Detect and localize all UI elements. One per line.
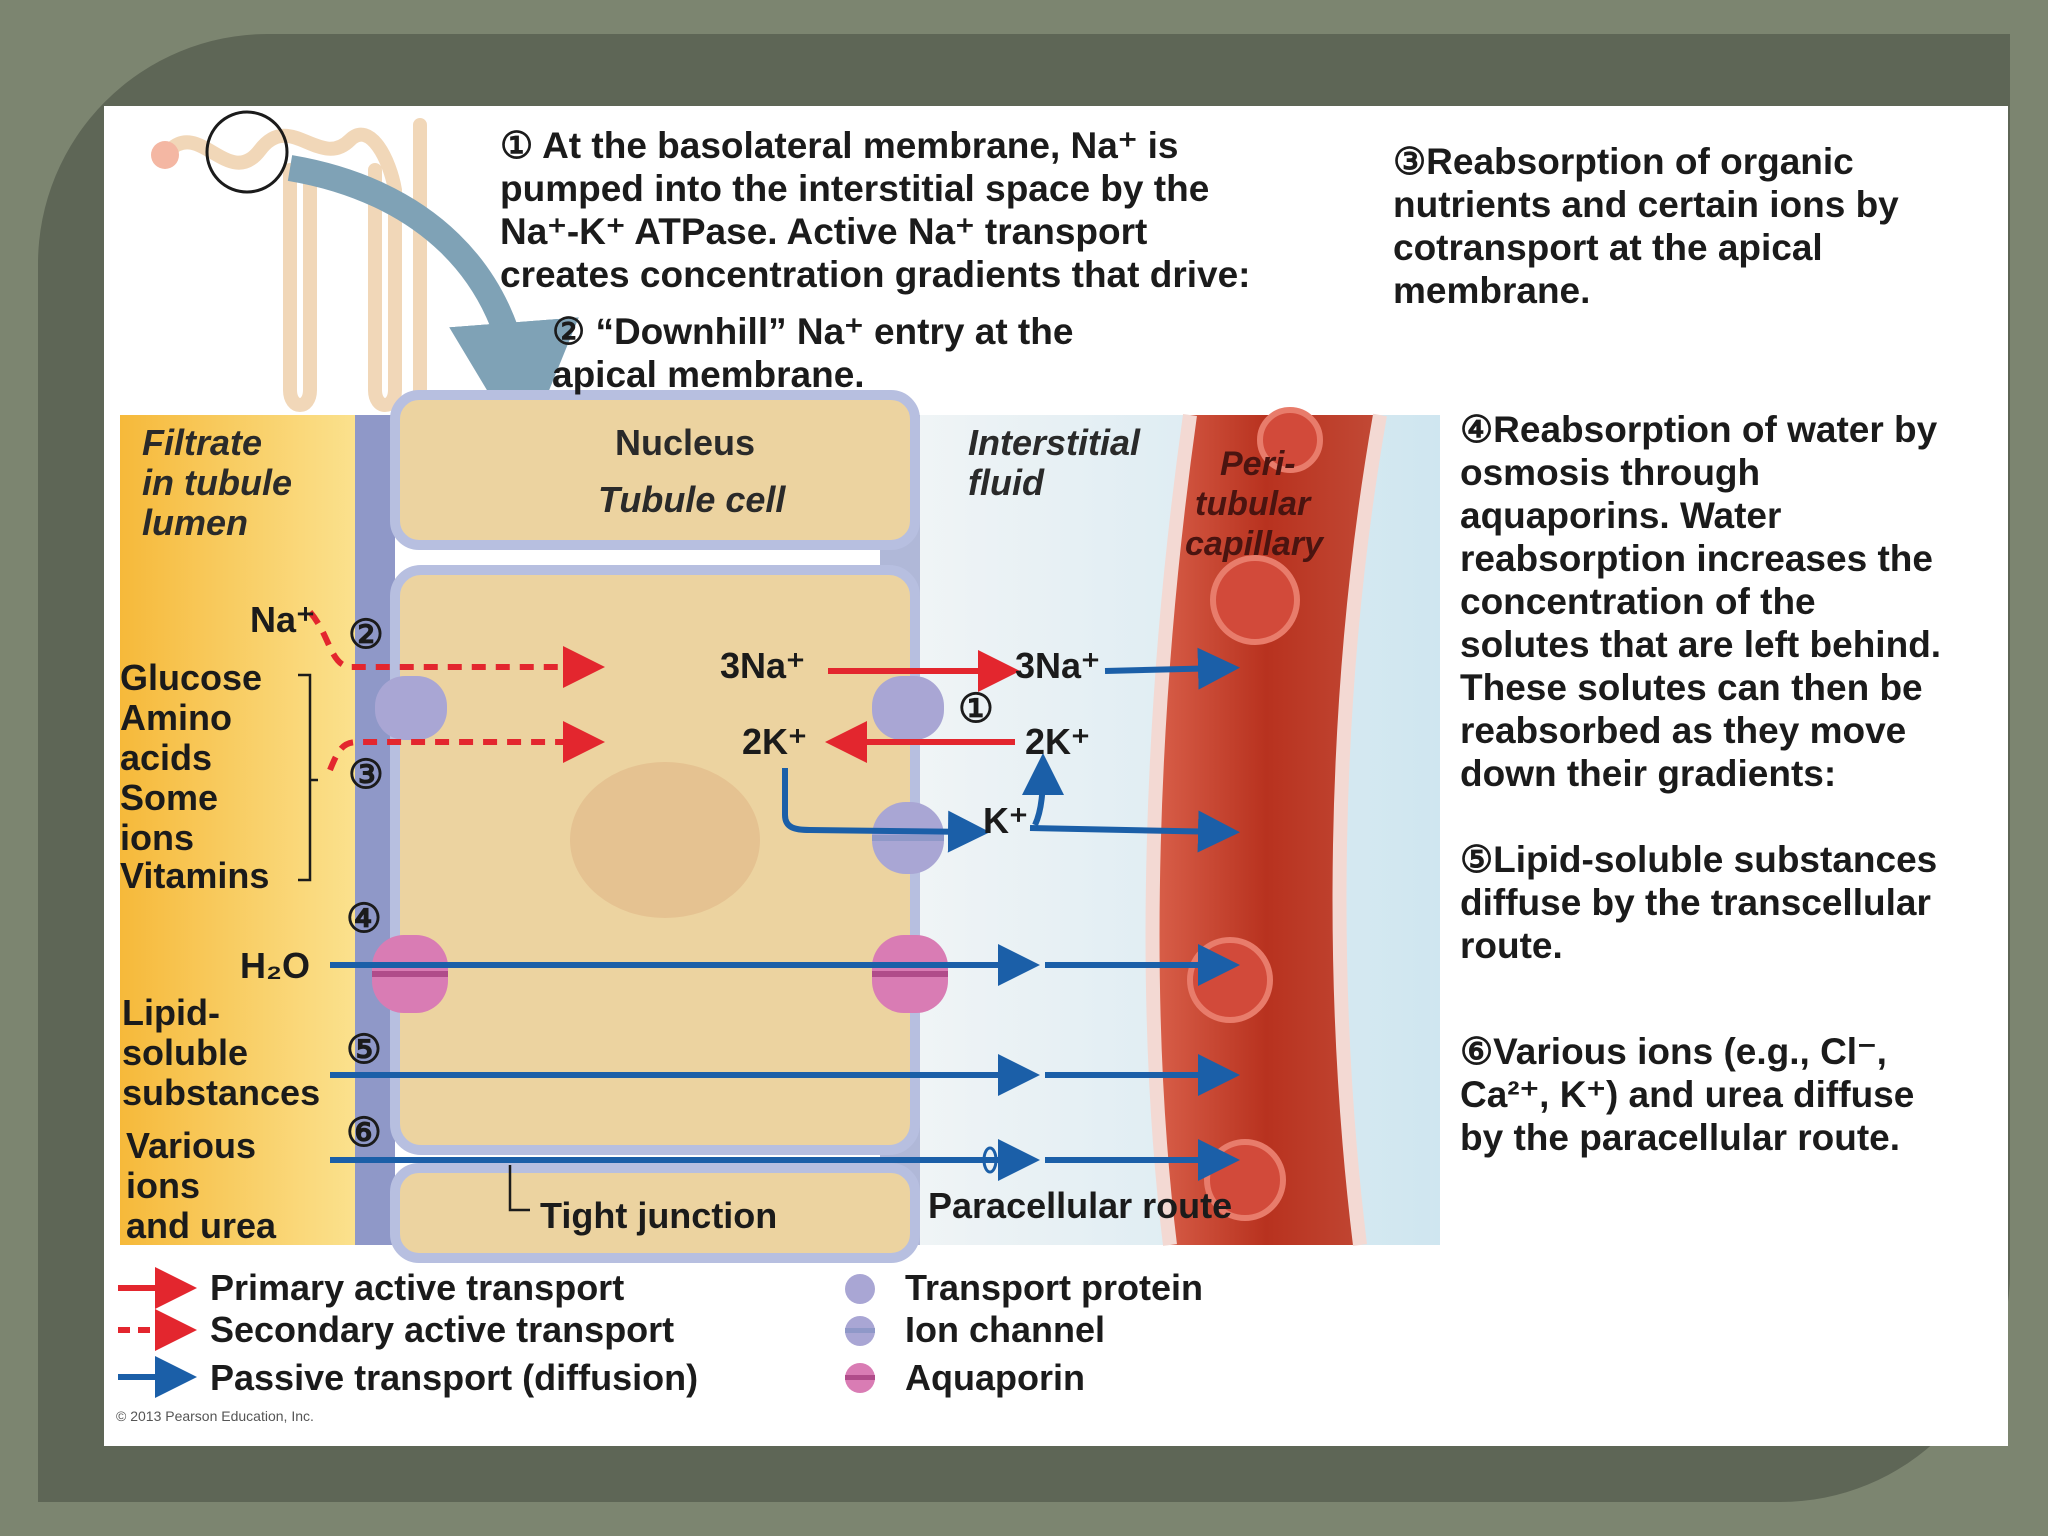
step-6-text: ⑥Various ions (e.g., Cl⁻, Ca²⁺, K⁺) and … [1460, 1031, 1915, 1158]
step-3-text: ③Reabsorption of organic nutrients and c… [1393, 141, 1899, 311]
lumen-label-line1: Filtrate [142, 422, 262, 463]
copyright-notice: © 2013 Pearson Education, Inc. [116, 1408, 314, 1424]
nucleus-shape [570, 762, 760, 918]
ion-channel-k [872, 802, 944, 874]
glucose-label: Glucose [120, 657, 262, 698]
amino-label: Amino [120, 697, 232, 738]
step-4-text: ④Reabsorption of water by osmosis throug… [1460, 409, 1942, 794]
legend-aquaporin-label: Aquaporin [905, 1357, 1085, 1398]
tight-junction-label: Tight junction [540, 1195, 777, 1236]
upper-tubule-cell [390, 390, 920, 550]
tight-junction-marker [372, 1149, 382, 1191]
marker-6: ⑥ [346, 1111, 382, 1155]
nutrients-bracket [298, 673, 318, 882]
capillary-label-line2: tubular [1195, 485, 1312, 523]
na-entry-arrow [307, 610, 605, 688]
three-na-label-interstitial: 3Na⁺ [1015, 645, 1100, 686]
k-diffusion-arrow [1029, 810, 1240, 853]
lumen-region [120, 415, 360, 1245]
three-na-label-cell: 3Na⁺ [720, 645, 805, 686]
marker-3: ③ [348, 753, 384, 797]
k-leak-label: K⁺ [983, 800, 1028, 841]
capillary-label-line1: Peri- [1220, 445, 1296, 483]
na-diffusion-arrow [1104, 647, 1240, 690]
some-label: Some [120, 777, 218, 818]
nephron-thumbnail [151, 110, 579, 452]
various-label-line3: and urea [126, 1205, 277, 1246]
acids-label: acids [120, 737, 212, 778]
capillary-label-line3: capillary [1185, 525, 1325, 563]
two-k-label-interstitial: 2K⁺ [1025, 721, 1090, 762]
legend: Primary active transport Secondary activ… [118, 1267, 1203, 1398]
aquaporin-apical [372, 935, 448, 1013]
k-recycle-arrow [1021, 753, 1064, 827]
nucleus-label: Nucleus [615, 422, 755, 463]
legend-secondary-label: Secondary active transport [210, 1309, 674, 1350]
interstitial-label-line2: fluid [968, 462, 1045, 503]
lumen-label-line3: lumen [142, 502, 248, 543]
transport-protein-atpase [872, 676, 944, 740]
tubule-cell-label: Tubule cell [598, 479, 786, 520]
lipid-label-line1: Lipid- [122, 992, 220, 1033]
apical-membrane [355, 415, 395, 1245]
step-2-text: ② “Downhill” Na⁺ entry at the apical mem… [552, 311, 1074, 395]
marker-1: ① [958, 687, 994, 731]
step-1-text: ① At the basolateral membrane, Na⁺ is pu… [500, 125, 1251, 295]
lower-tubule-cell [390, 1163, 920, 1263]
legend-primary-label: Primary active transport [210, 1267, 624, 1308]
lipid-label-line2: soluble [122, 1032, 248, 1073]
peritubular-capillary [1152, 415, 1380, 1245]
ions-label: ions [120, 817, 194, 858]
paracellular-route-label: Paracellular route [928, 1185, 1232, 1226]
transport-protein-na [375, 676, 447, 740]
legend-transport-protein-icon [845, 1274, 875, 1304]
lipid-label-line3: substances [122, 1072, 320, 1113]
legend-transport-protein-label: Transport protein [905, 1267, 1203, 1308]
cotransport-arrow [327, 721, 605, 772]
step-5-text: ⑤Lipid-soluble substances diffuse by the… [1460, 839, 1938, 966]
various-label-line2: ions [126, 1165, 200, 1206]
legend-passive-label: Passive transport (diffusion) [210, 1357, 698, 1398]
na-label: Na⁺ [250, 599, 315, 640]
lumen-label-line2: in tubule [142, 462, 292, 503]
interstitial-label-line1: Interstitial [968, 422, 1141, 463]
aquaporin-basolateral [872, 935, 948, 1013]
various-label-line1: Various [126, 1125, 256, 1166]
vitamins-label: Vitamins [120, 855, 269, 896]
water-label: H₂O [240, 945, 310, 986]
marker-5: ⑤ [346, 1028, 382, 1072]
marker-2: ② [348, 613, 384, 657]
marker-4: ④ [346, 897, 382, 941]
k-leak-arrow [782, 768, 990, 853]
two-k-label-cell: 2K⁺ [742, 721, 807, 762]
legend-ion-channel-label: Ion channel [905, 1309, 1105, 1350]
